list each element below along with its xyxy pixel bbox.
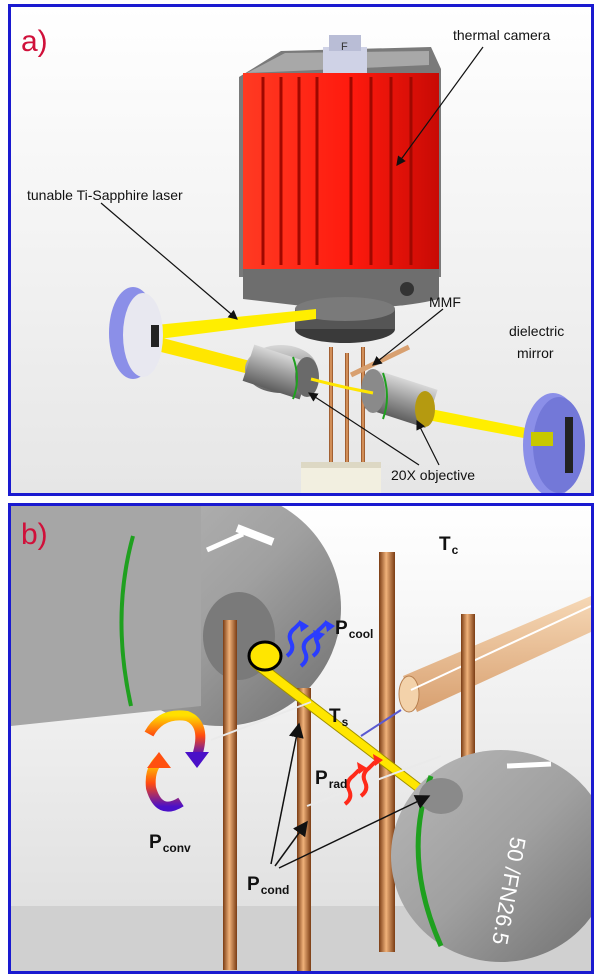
callout-lines	[100, 46, 484, 466]
mmf-callout: MMF	[429, 294, 461, 310]
left-mirror	[109, 287, 163, 379]
ts-symbol: Ts	[329, 706, 349, 729]
prad-arrows	[343, 760, 377, 806]
pconv-symbol: Pconv	[149, 832, 191, 855]
panel-b-label: b)	[21, 518, 48, 551]
panel-a-illustration: F	[11, 7, 591, 493]
tc-symbol: Tc	[439, 534, 459, 557]
camera-badge: F	[341, 41, 348, 53]
panel-b: 50 /FN26.5	[8, 503, 594, 974]
pconv-arrows	[144, 710, 209, 812]
tc-main: T	[439, 534, 451, 555]
prad-sub: rad	[328, 777, 348, 791]
laser-callout: tunable Ti-Sapphire laser	[27, 187, 183, 203]
right-mirror	[523, 393, 585, 493]
pconv-sub: conv	[162, 841, 191, 855]
thermal-camera: F	[239, 35, 441, 343]
right-objective	[361, 369, 438, 428]
panel-a: F	[8, 4, 594, 496]
pcool-heads	[299, 620, 335, 642]
prad-heads	[357, 754, 383, 774]
pcond-symbol: Pcond	[247, 874, 290, 897]
pcool-arrows	[285, 620, 329, 668]
copper-rods	[301, 347, 381, 493]
pcond-arrows	[270, 722, 431, 869]
panel-b-illustration: 50 /FN26.5	[11, 506, 591, 971]
tc-sub: c	[451, 543, 459, 557]
panel-a-label: a)	[21, 25, 48, 58]
pcool-symbol: Pcool	[335, 618, 374, 641]
left-objective	[242, 344, 319, 400]
pcond-main: P	[247, 874, 260, 895]
fiber-tube	[398, 596, 591, 713]
mirror-callout-line1: dielectric	[509, 323, 565, 339]
pcond-sub: cond	[260, 883, 290, 897]
prad-symbol: Prad	[315, 768, 348, 791]
ts-sub: s	[341, 715, 349, 729]
pcool-main: P	[335, 618, 348, 639]
prad-main: P	[315, 768, 328, 789]
thermal-camera-callout: thermal camera	[453, 27, 551, 43]
mirror-callout-line2: mirror	[517, 345, 554, 361]
upper-objective	[11, 506, 341, 726]
pcool-sub: cool	[348, 627, 374, 641]
objective-callout: 20X objective	[391, 467, 476, 483]
pconv-main: P	[149, 832, 162, 853]
lower-objective: 50 /FN26.5	[391, 750, 591, 962]
ts-main: T	[329, 706, 341, 727]
